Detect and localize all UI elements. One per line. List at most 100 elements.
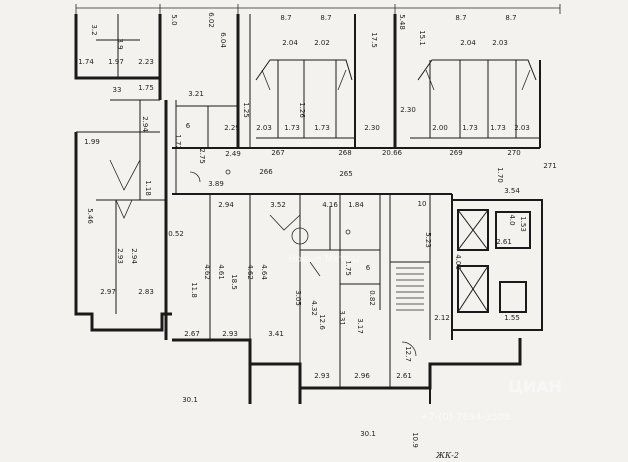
dimension-label: 2.04 xyxy=(460,39,476,47)
dimension-label: 1.18 xyxy=(144,180,152,196)
dimension-label: 5.46 xyxy=(86,208,94,224)
dimension-label: 2.93 xyxy=(314,372,330,380)
dimension-label: 3.31 xyxy=(338,310,346,326)
dimension-label: 2.93 xyxy=(222,330,238,338)
dimension-label: 30.1 xyxy=(182,396,198,404)
dimension-label: 2.67 xyxy=(184,330,200,338)
dimension-label: 4.61 xyxy=(217,264,225,280)
dimension-label: 3.2 xyxy=(90,24,98,35)
dimension-label: 4.06 xyxy=(454,254,462,270)
dimension-label: 2.23 xyxy=(138,58,154,66)
dimension-label: 267 xyxy=(271,149,284,157)
dimension-label: 17.5 xyxy=(370,32,378,48)
dimension-label: 1.75 xyxy=(138,84,154,92)
dimension-label: 5.0 xyxy=(170,14,178,25)
dimension-label: 15.1 xyxy=(418,30,426,46)
dimension-label: 3.05 xyxy=(294,290,302,306)
dimension-label: 265 xyxy=(339,170,352,178)
dimension-label: 2.02 xyxy=(314,39,330,47)
dimension-label: 1.55 xyxy=(504,314,520,322)
dimension-label: 1.25 xyxy=(242,102,250,118)
dimension-label: 5.48 xyxy=(398,14,406,30)
dimension-label: 2.94 xyxy=(218,201,234,209)
dimension-label: 4.32 xyxy=(310,300,318,316)
dimension-label: 1.73 xyxy=(462,124,478,132)
dimension-label: 2.61 xyxy=(396,372,412,380)
dimension-label: 2.30 xyxy=(364,124,380,132)
dimension-label: 1.99 xyxy=(84,138,100,146)
dimension-label: 1.75 xyxy=(344,260,352,276)
dimension-label: 30.1 xyxy=(360,430,376,438)
dimension-label: 18.5 xyxy=(230,274,238,290)
dimension-label: 6.02 xyxy=(207,12,215,28)
dimension-label: 3.54 xyxy=(504,187,520,195)
dimension-label: 1.53 xyxy=(519,216,527,232)
dimension-label: 33 xyxy=(113,86,122,94)
exterior-walls xyxy=(74,14,543,404)
dimension-label: 266 xyxy=(259,168,273,176)
top-dimension-rule xyxy=(75,4,561,14)
dimension-label: 2.29 xyxy=(224,124,240,132)
dimension-label: 2.61 xyxy=(496,238,512,246)
dimension-label: 271 xyxy=(543,162,556,170)
dimension-label: 3.17 xyxy=(356,318,364,334)
dimension-label: 5.23 xyxy=(424,232,432,248)
dimension-label: 2.03 xyxy=(256,124,272,132)
watermark-text: Новые Метры xyxy=(288,254,360,265)
dimension-label: 3.52 xyxy=(270,201,286,209)
dimension-label: 1.73 xyxy=(490,124,506,132)
dimension-label: 4.64 xyxy=(260,264,268,280)
dimension-label: 2.12 xyxy=(434,314,450,322)
dimension-label: 0.82 xyxy=(368,290,376,306)
dimension-label: 1.70 xyxy=(496,167,504,183)
dimension-label: 2.49 xyxy=(225,150,241,158)
dimension-label: 6.04 xyxy=(219,32,227,48)
dimension-label: 2.83 xyxy=(138,288,154,296)
dimension-label: 4.62 xyxy=(246,264,254,280)
dimension-label: 4.62 xyxy=(203,264,211,280)
dimension-label: 2.93 xyxy=(116,248,124,264)
dimension-label: 11.8 xyxy=(190,282,198,298)
dimension-label: 1.84 xyxy=(348,201,364,209)
dimension-label: 1.97 xyxy=(108,58,124,66)
dimension-label: 4.16 xyxy=(322,201,338,209)
dimension-label: 1.74 xyxy=(78,58,94,66)
dimension-label: 12.6 xyxy=(318,314,326,330)
dimension-label: 8.7 xyxy=(280,14,291,22)
dimension-label: 6 xyxy=(366,264,371,272)
dimension-label: 1.73 xyxy=(284,124,300,132)
dimension-label: 1.73 xyxy=(314,124,330,132)
dimension-label: 6 xyxy=(186,122,191,130)
dimension-label: 4.0 xyxy=(508,214,516,225)
dimension-label: 2.97 xyxy=(100,288,116,296)
watermark-phone: +7-(0)-7694-3508 xyxy=(420,412,511,423)
watermark-brand: ЦИАН xyxy=(508,377,562,396)
dimension-label: 2.94 xyxy=(141,116,149,132)
dimension-label: 3.9 xyxy=(116,38,124,49)
door-swings xyxy=(109,69,531,357)
dimension-label: 1.72 xyxy=(174,134,182,150)
dimension-label: 2.94 xyxy=(130,248,138,264)
dimension-label: 8.7 xyxy=(320,14,331,22)
dimension-label: 8.7 xyxy=(505,14,516,22)
dimension-label: 2.00 xyxy=(432,124,448,132)
dimension-label: 10.9 xyxy=(411,432,419,448)
dimension-label: 3.21 xyxy=(188,90,204,98)
dimension-label: 10 xyxy=(418,200,427,208)
dimension-label: 0.52 xyxy=(168,230,184,238)
interior-walls xyxy=(76,14,540,388)
dimension-label: 20.66 xyxy=(382,149,403,157)
dimension-label: 269 xyxy=(449,149,462,157)
dimension-label: 268 xyxy=(338,149,351,157)
dimension-label: 8.7 xyxy=(455,14,466,22)
dimension-labels: 3.2 3.9 1.74 1.97 2.23 5.0 6.04 6.02 8.7 8.7 5.48 8… xyxy=(78,12,556,448)
dimension-label: 2.03 xyxy=(514,124,530,132)
dimension-label: 2.75 xyxy=(198,148,206,164)
room-markers xyxy=(225,169,351,245)
stair-treads xyxy=(396,267,424,311)
dimension-label: 3.89 xyxy=(208,180,224,188)
dimension-label: 12.7 xyxy=(404,346,412,362)
dimension-label: 2.30 xyxy=(400,106,416,114)
dimension-label: 270 xyxy=(507,149,520,157)
